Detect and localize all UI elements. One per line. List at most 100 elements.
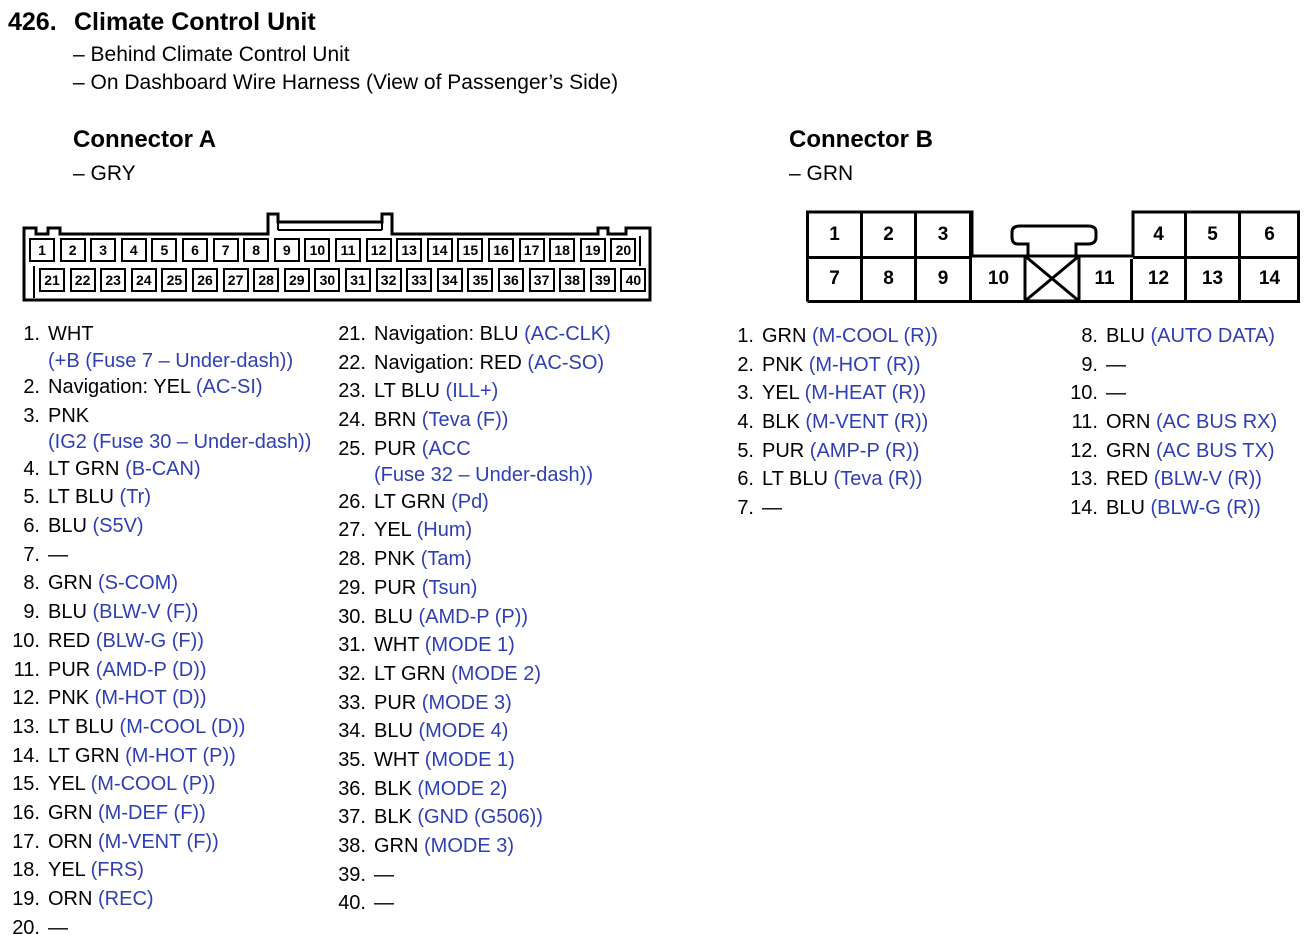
connector-b-color: – GRN xyxy=(789,162,854,185)
connector-a-pin-33: 33 xyxy=(406,268,433,292)
wire-description: ORN (AC BUS RX) xyxy=(1106,408,1277,437)
connector-a-pin-28: 28 xyxy=(253,268,280,292)
wire-description: GRN (M-DEF (F)) xyxy=(48,799,206,828)
connector-a-pin-6: 6 xyxy=(182,238,208,262)
terminal-number: 14. xyxy=(1070,497,1098,520)
circuit-function: (BLW-V (F)) xyxy=(92,601,199,624)
connector-b-pin-14: 14 xyxy=(1258,268,1281,289)
circuit-function: (M-COOL (P)) xyxy=(90,773,216,796)
terminal-number: 13. xyxy=(1070,468,1098,491)
circuit-function: (AC-SI) xyxy=(195,376,263,398)
component-name: Climate Control Unit xyxy=(74,8,316,36)
connector-a-pin-20: 20 xyxy=(610,238,637,262)
circuit-function: (GND (G506)) xyxy=(417,806,543,829)
wire-description: Navigation: YEL (AC-SI) xyxy=(48,373,263,402)
wire-description: WHT (MODE 1) xyxy=(374,746,515,775)
wire-description: LT GRN (B-CAN) xyxy=(48,455,201,484)
wire-color: LT GRN xyxy=(374,490,446,513)
connector-b-pin-11: 11 xyxy=(1079,259,1133,301)
wire-description: WHT (MODE 1) xyxy=(374,631,515,660)
wire-description: — xyxy=(48,914,68,943)
terminal-number: 8. xyxy=(23,572,40,595)
wire-description: WHT(+B (Fuse 7 – Under-dash)) xyxy=(48,320,293,373)
circuit-function: (BLW-G (F)) xyxy=(95,629,204,652)
terminal-number: 12. xyxy=(12,687,40,710)
connector-a-heading: Connector A xyxy=(73,126,217,153)
wire-color: Navigation: YEL xyxy=(48,376,191,398)
connector-a-pin-30: 30 xyxy=(314,268,341,292)
wire-description: PNK (M-HOT (D)) xyxy=(48,684,207,713)
connector-a-pin-25: 25 xyxy=(161,268,188,292)
connector-a-pin-40: 40 xyxy=(620,268,647,292)
terminal-number: 6. xyxy=(23,515,40,538)
circuit-function: (AMD-P (P)) xyxy=(418,605,529,628)
wire-color: YEL xyxy=(762,382,800,405)
circuit-function: (REC) xyxy=(98,888,154,910)
connector-b-pin-7: 7 xyxy=(809,259,863,301)
connector-b-pin-5: 5 xyxy=(1187,213,1241,259)
wire-color: BRN xyxy=(374,409,417,432)
connector-a-pin-15: 15 xyxy=(457,238,484,262)
connector-a-pin-14: 14 xyxy=(426,238,453,262)
circuit-function: (M-HOT (R)) xyxy=(808,353,921,376)
terminal-number: 3. xyxy=(737,382,754,405)
circuit-function: (ACC xyxy=(421,437,471,460)
circuit-function: (AMD-P (D)) xyxy=(95,658,207,681)
circuit-function: (MODE 3) xyxy=(421,691,512,714)
terminal-number: 2. xyxy=(23,376,40,398)
wire-description: BRN (Teva (F)) xyxy=(374,406,508,435)
wire-description: GRN (S-COM) xyxy=(48,569,178,598)
terminal-number: 30. xyxy=(338,605,366,628)
terminal-number: 4. xyxy=(23,457,40,480)
terminal-number: 1. xyxy=(23,323,40,345)
terminal-number: 12. xyxy=(1070,439,1098,462)
wire-description: LT GRN (M-HOT (P)) xyxy=(48,742,236,771)
wire-description: BLU (MODE 4) xyxy=(374,717,508,746)
wire-color: PUR xyxy=(762,439,805,462)
connector-a-pin-24: 24 xyxy=(130,268,157,292)
wire-color: — xyxy=(1106,382,1126,405)
circuit-function: (AC-CLK) xyxy=(524,323,611,345)
terminal-number: 6. xyxy=(737,468,754,491)
connector-a-pin-18: 18 xyxy=(549,238,576,262)
connector-a-pin-21: 21 xyxy=(39,268,65,292)
circuit-function: (FRS) xyxy=(90,859,144,882)
circuit-function: (AC BUS TX) xyxy=(1156,439,1275,462)
wire-color: BLK xyxy=(374,806,412,829)
connector-a-pin-32: 32 xyxy=(375,268,402,292)
wire-description: BLU (BLW-G (R)) xyxy=(1106,494,1261,523)
wire-color: WHT xyxy=(374,748,420,771)
wire-color: GRN xyxy=(374,835,419,857)
terminal-number: 24. xyxy=(338,409,366,432)
wire-color: BLK xyxy=(762,411,800,434)
connector-a-pin-2: 2 xyxy=(59,238,86,262)
terminal-number: 4. xyxy=(737,411,754,434)
wire-description: BLU (BLW-V (F)) xyxy=(48,598,198,627)
section-number: 426. xyxy=(8,8,57,36)
circuit-function: (M-COOL (D)) xyxy=(119,715,246,738)
wire-color: GRN xyxy=(48,801,93,824)
wire-description: — xyxy=(374,861,394,890)
connector-a-pin-29: 29 xyxy=(283,268,310,292)
terminal-number: 3. xyxy=(23,404,40,427)
connector-a-pin-19: 19 xyxy=(579,238,606,262)
wire-color: YEL xyxy=(48,859,86,882)
circuit-function: (AC-SO) xyxy=(527,351,605,374)
circuit-function: (M-HOT (D)) xyxy=(94,687,207,710)
wire-color: LT GRN xyxy=(48,457,120,480)
circuit-function: (ILL+) xyxy=(445,380,499,403)
wire-description: LT GRN (MODE 2) xyxy=(374,660,541,689)
circuit-function: (BLW-V (R)) xyxy=(1153,468,1262,491)
terminal-number: 34. xyxy=(338,720,366,743)
terminal-number: 18. xyxy=(12,859,40,882)
wire-description: YEL (M-COOL (P)) xyxy=(48,770,215,799)
connector-b-outline xyxy=(806,210,1300,303)
terminal-number: 16. xyxy=(12,801,40,824)
wire-color: BLK xyxy=(374,777,412,800)
connector-a-pin-39: 39 xyxy=(589,268,616,292)
wire-color: ORN xyxy=(48,830,93,853)
circuit-function: (Teva (R)) xyxy=(833,468,923,491)
circuit-function-continued: (Fuse 32 – Under-dash)) xyxy=(374,464,593,487)
connector-a-pin-7: 7 xyxy=(212,238,239,262)
circuit-function: (S5V) xyxy=(92,515,144,538)
